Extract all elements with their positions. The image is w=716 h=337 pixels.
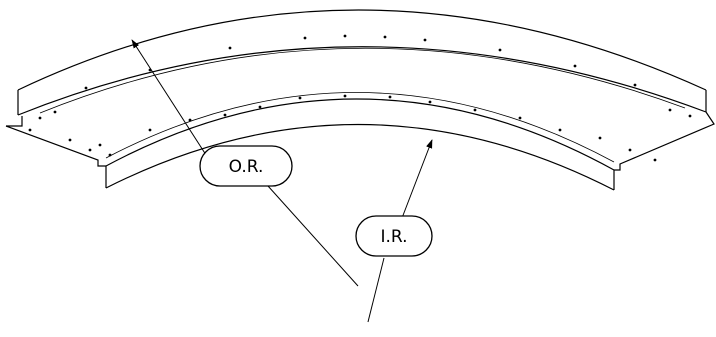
inner-wall <box>105 123 615 191</box>
bed-plate <box>5 92 715 171</box>
inner-radius-label: I.R. <box>380 227 407 247</box>
outer-radius-leader <box>131 39 359 287</box>
outer-radius-label: O.R. <box>229 157 264 177</box>
outer-radius-callout: O.R. <box>199 145 293 187</box>
bolt-holes <box>28 34 692 162</box>
outer-wall <box>17 9 707 116</box>
inner-radius-leader <box>367 139 433 323</box>
inner-radius-callout: I.R. <box>355 215 433 257</box>
